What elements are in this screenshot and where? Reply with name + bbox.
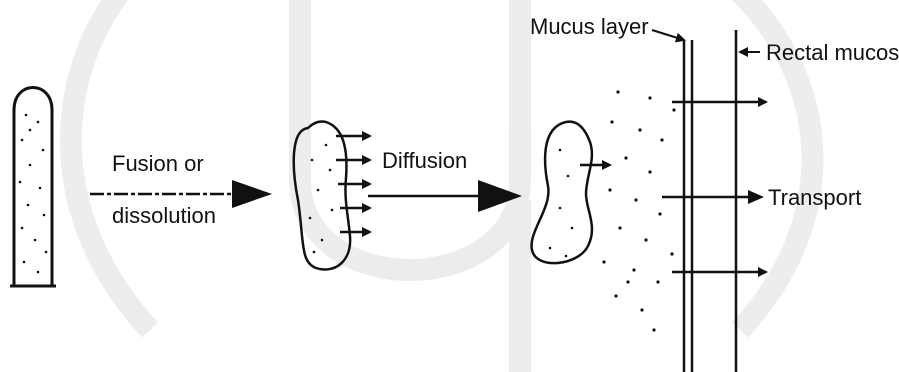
transport-arrows — [672, 102, 766, 272]
label-leaders — [652, 30, 760, 52]
fusion-label-line2: dissolution — [112, 203, 216, 228]
rectal-mucosa-label: Rectal mucosa — [766, 40, 899, 65]
diffusing-particles — [602, 90, 675, 331]
fusion-label-line1: Fusion or — [112, 151, 204, 176]
diffusion-label: Diffusion — [382, 148, 467, 173]
transport-main-arrow — [662, 190, 764, 204]
mucus-layer — [684, 40, 692, 372]
dispersed-drug-icon — [532, 122, 610, 264]
transport-label: Transport — [768, 185, 861, 210]
melting-mass-icon — [294, 121, 350, 269]
mucus-layer-label: Mucus layer — [530, 14, 649, 39]
suppository-icon — [10, 88, 56, 287]
diffusion-arrow — [368, 180, 522, 212]
release-arrows — [336, 136, 370, 232]
